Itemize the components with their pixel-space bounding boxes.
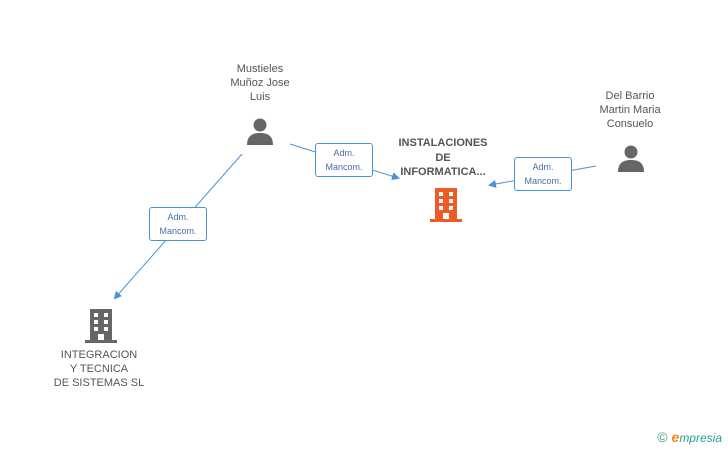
person-mustieles-label[interactable]: Mustieles Muñoz Jose Luis	[210, 62, 310, 104]
label-line: Mustieles	[236, 63, 284, 75]
copyright-icon: ©	[657, 429, 668, 445]
person-icon[interactable]	[246, 117, 274, 145]
label-line: Del Barrio	[605, 90, 655, 102]
brand-logo: empresia	[672, 429, 722, 445]
label-line: Martin Maria	[599, 104, 661, 116]
edge-label-line: Adm.	[532, 162, 554, 172]
footer-branding: © empresia	[657, 429, 722, 445]
edge-label-line: Adm.	[333, 148, 355, 158]
label-line: Muñoz Jose	[230, 77, 290, 89]
edge-label-delbarrio-instalaciones[interactable]: Adm. Mancom.	[514, 157, 572, 191]
building-icon[interactable]	[430, 188, 462, 222]
edge-label-mustieles-instalaciones[interactable]: Adm. Mancom.	[315, 143, 373, 177]
edge-label-line: Mancom.	[159, 226, 197, 236]
brand-letter: e	[671, 429, 680, 445]
label-line: INTEGRACION	[60, 349, 138, 361]
edge-label-mustieles-integracion[interactable]: Adm. Mancom.	[149, 207, 207, 241]
label-line: DE SISTEMAS SL	[53, 377, 145, 389]
label-line: INFORMATICA...	[400, 166, 486, 178]
label-line: Consuelo	[606, 118, 654, 130]
label-line: INSTALACIONES	[398, 137, 488, 149]
label-line: DE	[435, 151, 451, 164]
edge-label-line: Adm.	[167, 212, 189, 222]
person-icon[interactable]	[617, 144, 645, 172]
edge-label-line: Mancom.	[524, 176, 562, 186]
label-line: Y TECNICA	[69, 363, 129, 375]
company-instalaciones-label[interactable]: INSTALACIONES DE INFORMATICA...	[388, 136, 498, 180]
edge-label-line: Mancom.	[325, 162, 363, 172]
building-icon[interactable]	[85, 309, 117, 343]
person-delbarrio-label[interactable]: Del Barrio Martin Maria Consuelo	[580, 89, 680, 131]
label-line: Luis	[249, 91, 271, 103]
company-integracion-label[interactable]: INTEGRACION Y TECNICA DE SISTEMAS SL	[44, 348, 154, 390]
brand-text: mpresia	[679, 431, 722, 445]
